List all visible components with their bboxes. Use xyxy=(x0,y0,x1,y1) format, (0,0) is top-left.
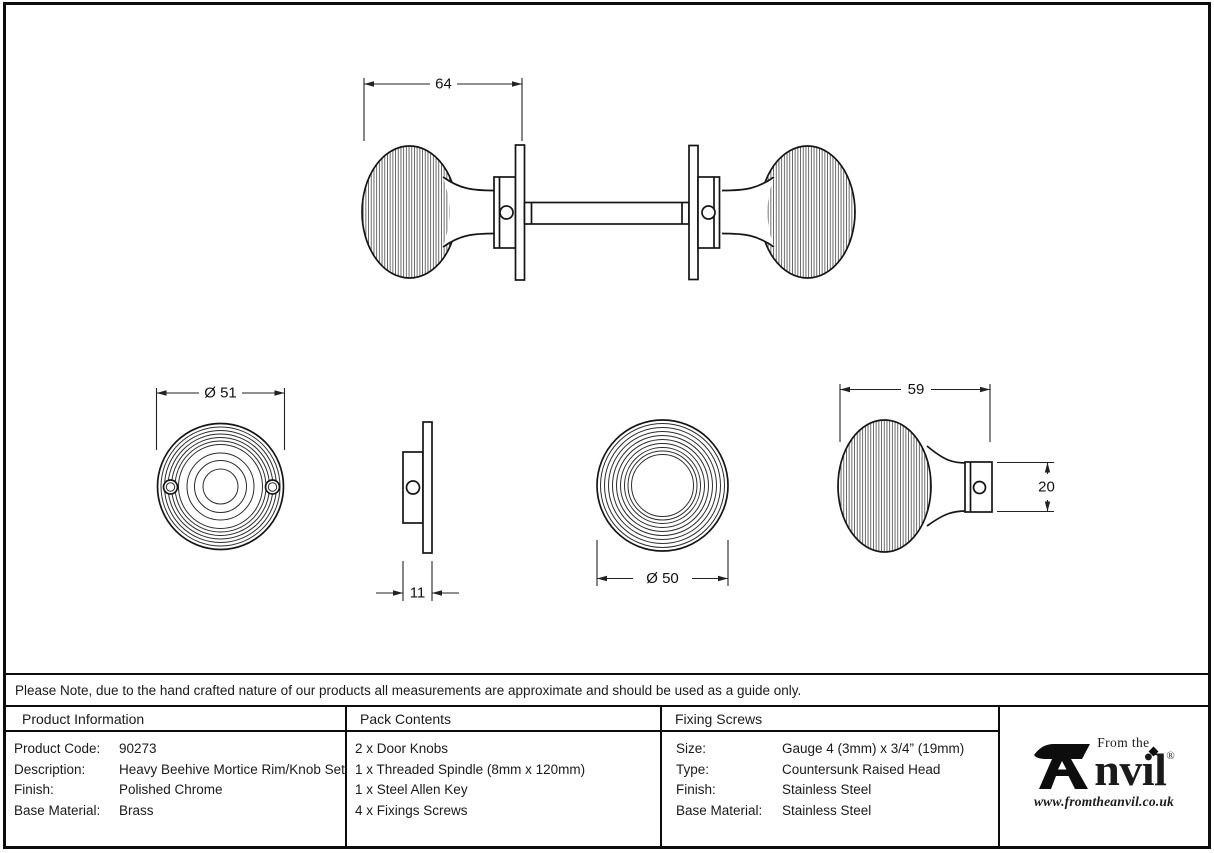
dim-rose-diameter: Ø 51 xyxy=(204,385,237,402)
dimension-knob-length: 59 xyxy=(839,381,991,442)
left-rose-side xyxy=(514,144,526,281)
technical-drawing: 64 xyxy=(155,76,1055,602)
row-value: Gauge 4 (3mm) x 3/4” (19mm) xyxy=(782,741,965,756)
registered-trademark: ® xyxy=(1166,750,1175,762)
right-rose-side xyxy=(688,144,699,281)
row-value: Countersunk Raised Head xyxy=(782,761,941,777)
fixing-screws-column: Fixing Screws Size: Gauge 4 (3mm) x 3/4”… xyxy=(662,707,1000,846)
row-value: Stainless Steel xyxy=(782,782,872,798)
left-grub-screw-hole xyxy=(499,205,514,220)
table-row: Finish: Stainless Steel xyxy=(676,780,998,801)
row-label: Product Code: xyxy=(14,741,101,756)
table-row: Finish: Polished Chrome xyxy=(14,780,345,801)
table-row: Type: Countersunk Raised Head xyxy=(676,760,998,781)
rose-side-screw-hole xyxy=(405,480,421,495)
rose-face-view: Ø 51 xyxy=(155,385,286,551)
table-row: Description: Heavy Beehive Mortice Rim/K… xyxy=(14,760,345,781)
brand-website: www.fromtheanvil.co.uk xyxy=(1033,794,1175,809)
list-item: 4 x Fixings Screws xyxy=(355,802,468,818)
dim-collar-height: 20 xyxy=(1038,479,1055,496)
row-value: Stainless Steel xyxy=(782,802,872,818)
right-knob-bulb xyxy=(759,145,856,279)
rose-side-view: 11 xyxy=(376,421,459,602)
anvil-wordmark: From the nvil® xyxy=(1094,735,1175,793)
fixing-screws-header: Fixing Screws xyxy=(662,707,998,732)
row-value: Polished Chrome xyxy=(119,782,223,798)
left-knob-neck xyxy=(442,176,496,192)
pack-contents-header: Pack Contents xyxy=(347,707,660,732)
dim-knob-length: 59 xyxy=(908,381,925,398)
rose-screw-hole-left xyxy=(162,479,179,495)
side-knob-bulb xyxy=(837,419,932,553)
list-item: 1 x Steel Allen Key xyxy=(355,782,468,798)
pack-contents-column: Pack Contents 2 x Door Knobs 1 x Threade… xyxy=(347,707,662,846)
spindle-hole xyxy=(202,468,239,505)
top-view-knob-set: 64 xyxy=(361,76,856,281)
table-row: Base Material: Brass xyxy=(14,801,345,822)
row-value: Brass xyxy=(119,802,154,818)
rose-outer-edge xyxy=(156,422,285,551)
right-grub-screw-hole xyxy=(701,205,716,220)
rose-plate xyxy=(422,421,433,554)
table-row: Size: Gauge 4 (3mm) x 3/4” (19mm) xyxy=(676,739,998,760)
brand-logo-cell: From the nvil® www.fromtheanvil.co.uk xyxy=(1000,707,1208,846)
sheet-border-frame: 64 xyxy=(3,2,1211,849)
dim-knob-face-diameter: Ø 50 xyxy=(646,570,679,587)
knob-side-view: 59 20 xyxy=(837,381,1055,553)
row-label: Base Material: xyxy=(14,802,101,818)
row-value: Heavy Beehive Mortice Rim/Knob Set xyxy=(119,761,345,777)
row-label: Finish: xyxy=(14,782,54,798)
brand-tagline: From the xyxy=(1097,735,1150,750)
row-label: Size: xyxy=(676,741,707,756)
dimension-collar-height: 20 xyxy=(997,461,1055,513)
row-value: 90273 xyxy=(119,741,157,756)
dimension-64: 64 xyxy=(363,76,523,141)
left-knob-bulb xyxy=(361,145,458,279)
list-item: 2 x Door Knobs xyxy=(355,741,449,756)
spindle xyxy=(523,201,690,225)
table-row: Base Material: Stainless Steel xyxy=(676,801,998,822)
dim-rose-depth: 11 xyxy=(410,585,426,602)
measurement-note: Please Note, due to the hand crafted nat… xyxy=(6,673,1208,705)
anvil-icon xyxy=(1034,744,1091,789)
table-row: Product Code: 90273 xyxy=(14,739,345,760)
dim-knob-projection: 64 xyxy=(435,76,452,93)
side-grub-screw-hole xyxy=(972,480,987,495)
right-knob-neck xyxy=(721,176,775,192)
dimension-rose-depth: 11 xyxy=(376,561,459,602)
dimension-rose-diameter: Ø 51 xyxy=(155,385,286,450)
dimension-knob-face-diameter: Ø 50 xyxy=(596,540,729,587)
row-label: Type: xyxy=(676,761,710,777)
info-table: Product Information Product Code: 90273 … xyxy=(6,705,1208,846)
from-the-anvil-logo: From the nvil® www.fromtheanvil.co.uk xyxy=(1033,735,1175,810)
list-item: 1 x Threaded Spindle (8mm x 120mm) xyxy=(355,761,586,777)
knob-face-view: Ø 50 xyxy=(596,419,729,587)
side-knob-neck xyxy=(926,445,968,464)
product-information-column: Product Information Product Code: 90273 … xyxy=(6,707,347,846)
row-label: Base Material: xyxy=(676,802,763,818)
row-label: Description: xyxy=(14,761,86,777)
row-label: Finish: xyxy=(676,782,716,798)
measurement-note-text: Please Note, due to the hand crafted nat… xyxy=(15,682,802,698)
rose-screw-hole-right xyxy=(264,479,281,495)
product-information-header: Product Information xyxy=(6,707,345,732)
